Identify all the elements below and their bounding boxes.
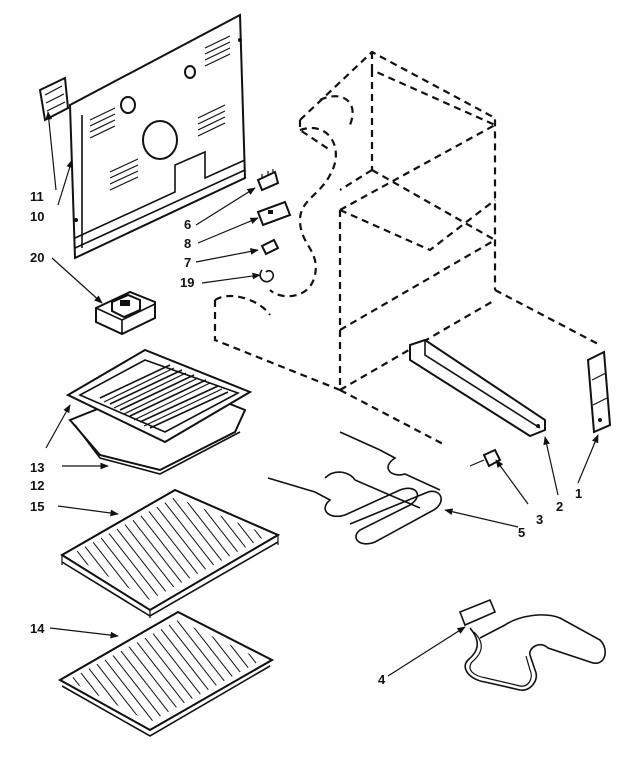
callout-20: 20 — [30, 250, 44, 265]
broiler-pan-assembly — [65, 348, 253, 475]
callout-1: 1 — [575, 486, 582, 501]
insulation-plate — [38, 76, 70, 122]
vent-slots-mid-right — [197, 104, 226, 137]
oven-rack-upper — [60, 488, 281, 618]
callout-4: 4 — [378, 672, 386, 687]
rail-clip — [469, 448, 502, 468]
mounting-plate — [586, 350, 612, 434]
callout-11: 11 — [30, 189, 44, 204]
oven-cavity-frame — [213, 50, 601, 446]
vent-slots-lower-left — [109, 158, 139, 191]
callout-6: 6 — [184, 217, 191, 232]
side-rail — [409, 338, 546, 438]
terminal-block — [256, 169, 280, 192]
callout-7: 7 — [184, 255, 191, 270]
vent-slots-upper-right — [204, 35, 231, 67]
callout-19: 19 — [180, 275, 194, 290]
callout-5: 5 — [518, 525, 525, 540]
broiler-grid-slots — [99, 364, 229, 429]
wire-clip — [259, 269, 275, 283]
callout-15: 15 — [30, 499, 44, 514]
vent-slots-upper-left — [89, 107, 116, 139]
callout-labels: 11 10 6 8 7 19 20 13 12 15 14 5 3 2 1 4 — [30, 189, 582, 687]
oven-rack-lower — [57, 610, 275, 737]
back-panel — [68, 13, 247, 260]
callout-14: 14 — [30, 621, 45, 636]
callout-3: 3 — [536, 512, 543, 527]
callout-10: 10 — [30, 209, 44, 224]
wire-connector — [260, 238, 280, 256]
callout-12: 12 — [30, 478, 44, 493]
bake-element — [267, 431, 442, 545]
broil-element — [458, 598, 606, 691]
callout-2: 2 — [556, 499, 563, 514]
callout-13: 13 — [30, 460, 44, 475]
leader-lines — [45, 111, 599, 677]
control-module — [95, 290, 156, 336]
callout-8: 8 — [184, 236, 191, 251]
mounting-bracket — [256, 200, 292, 227]
